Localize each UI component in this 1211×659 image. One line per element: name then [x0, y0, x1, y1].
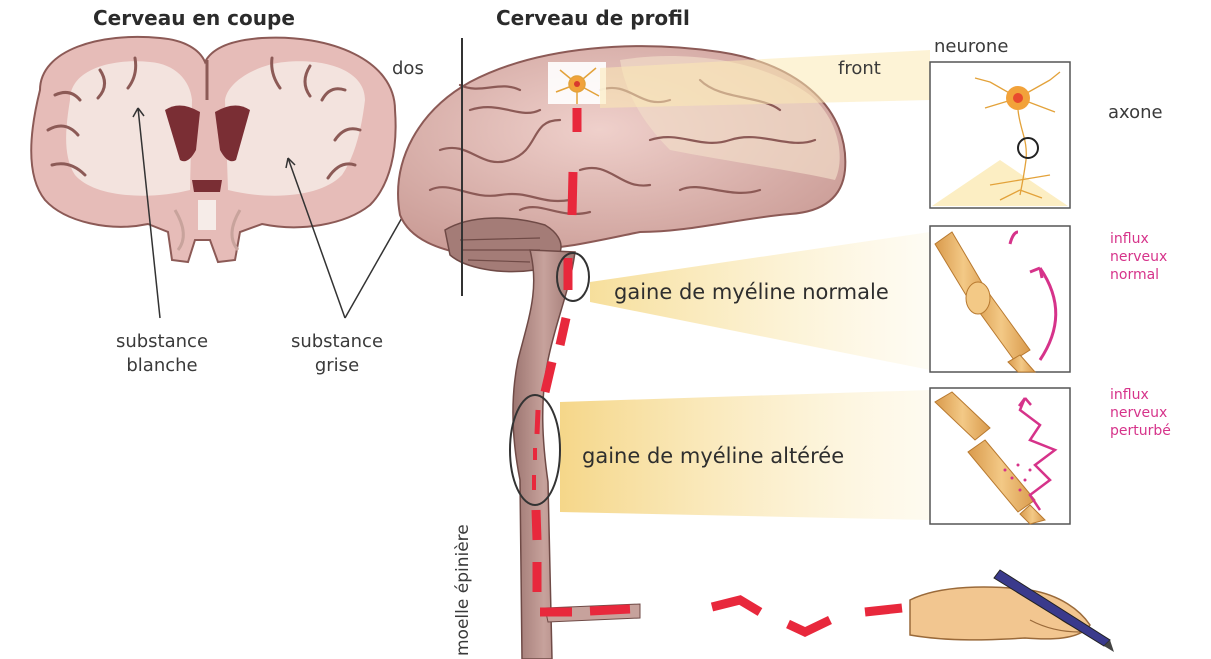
normal-myelin-panel — [930, 226, 1070, 372]
influx-normal-line2: nerveux — [1110, 248, 1167, 266]
coronal-section-title: Cerveau en coupe — [93, 8, 295, 28]
gaine-alteree-label: gaine de myéline altérée — [582, 446, 844, 467]
moelle-epiniere-label: moelle épinière — [455, 524, 472, 656]
substance-grise-line1: substance — [272, 330, 402, 354]
neuron-panel — [930, 62, 1070, 208]
substance-blanche-line1: substance — [102, 330, 222, 354]
influx-perturbe-label: influx nerveux perturbé — [1110, 386, 1171, 440]
hand-with-pen — [910, 570, 1114, 652]
axone-label: axone — [1108, 104, 1163, 122]
influx-perturbe-line2: nerveux — [1110, 404, 1171, 422]
influx-perturbe-line3: perturbé — [1110, 422, 1171, 440]
influx-perturbe-line1: influx — [1110, 386, 1171, 404]
neurone-label: neurone — [934, 38, 1008, 56]
dos-label: dos — [392, 60, 424, 78]
substance-grise-line2: grise — [272, 354, 402, 378]
front-label: front — [838, 60, 881, 78]
substance-grise-label: substance grise — [272, 330, 402, 378]
substance-blanche-label: substance blanche — [102, 330, 222, 378]
gaine-normale-label: gaine de myéline normale — [614, 282, 889, 303]
profile-section-title: Cerveau de profil — [496, 8, 690, 28]
substance-blanche-line2: blanche — [102, 354, 222, 378]
influx-normal-label: influx nerveux normal — [1110, 230, 1167, 284]
influx-normal-line3: normal — [1110, 266, 1167, 284]
influx-normal-line1: influx — [1110, 230, 1167, 248]
altered-myelin-panel — [930, 388, 1070, 524]
coronal-brain-section — [31, 37, 395, 262]
